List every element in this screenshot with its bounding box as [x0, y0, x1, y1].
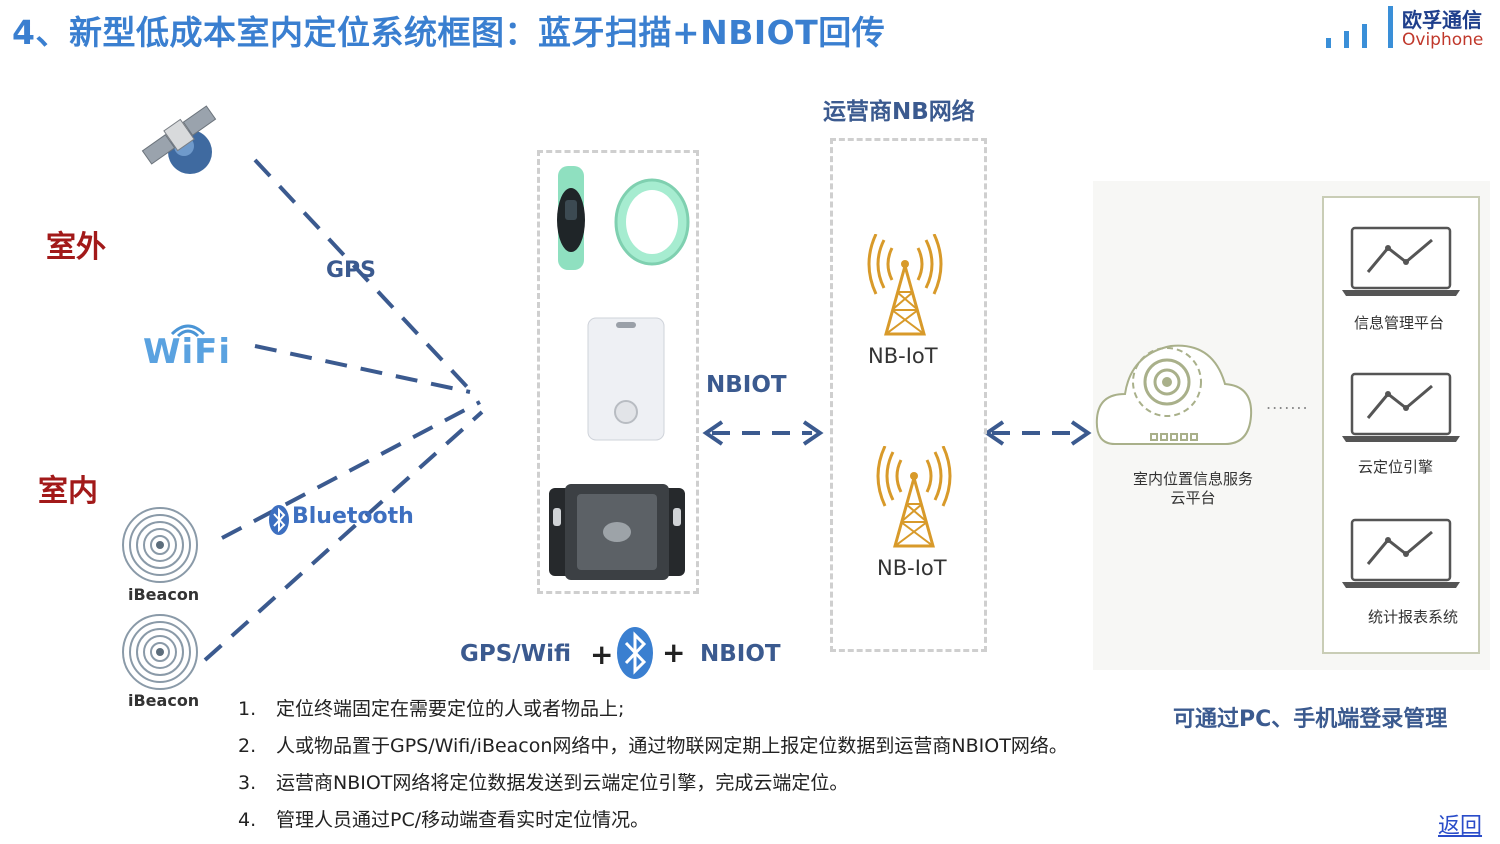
device-box — [537, 150, 699, 594]
bluetooth-icon — [269, 505, 289, 535]
step-item: 2.人或物品置于GPS/Wifi/iBeacon网络中，通过物联网定期上报定位数… — [238, 735, 1068, 757]
signal-bars-icon — [1326, 6, 1393, 48]
cloud-platform-label-line2: 云平台 — [1170, 489, 1216, 507]
steps-list: 1.定位终端固定在需要定位的人或者物品上; 2.人或物品置于GPS/Wifi/i… — [238, 696, 1068, 844]
step-item: 1.定位终端固定在需要定位的人或者物品上; — [238, 698, 625, 720]
wifi-label: WiFi — [143, 332, 232, 372]
gps-line — [253, 158, 472, 392]
ibeacon-line-2 — [203, 410, 484, 662]
card-tag-device — [587, 317, 665, 441]
nb-iot-label-1: NB-IoT — [868, 344, 938, 368]
combo-plus-1: + — [590, 638, 614, 671]
nbiot-label: NBIOT — [706, 372, 787, 398]
laptop-chart-icon-2 — [1342, 372, 1460, 442]
cloud-platform-label: 室内位置信息服务 云平台 — [1100, 470, 1286, 508]
combo-plus-2: + — [662, 636, 686, 669]
cell-tower-icon-2 — [876, 446, 952, 548]
box-device — [549, 484, 685, 580]
outdoor-label: 室外 — [46, 230, 106, 265]
cloud-double-arrow — [983, 420, 1092, 446]
wristband-device — [557, 166, 690, 270]
page-title: 4、新型低成本室内定位系统框图：蓝牙扫描+NBIOT回传 — [12, 13, 886, 52]
back-link[interactable]: 返回 — [1438, 814, 1483, 839]
carrier-network-label: 运营商NB网络 — [823, 99, 975, 125]
combo-nbiot-label: NBIOT — [700, 641, 781, 667]
nb-iot-label-2: NB-IoT — [877, 556, 947, 580]
satellite-icon — [141, 105, 217, 174]
wifi-icon — [170, 324, 206, 338]
info-platform-label: 信息管理平台 — [1354, 314, 1445, 332]
bluetooth-combo-icon — [617, 627, 653, 679]
manage-note: 可通过PC、手机端登录管理 — [1173, 707, 1448, 732]
ibeacon-icon-2 — [122, 614, 198, 690]
indoor-label: 室内 — [38, 474, 98, 509]
laptop-chart-icon-3 — [1342, 518, 1460, 588]
report-system-label: 统计报表系统 — [1368, 608, 1459, 626]
wifi-line — [254, 344, 471, 394]
ibeacon-label-1: iBeacon — [128, 585, 200, 604]
cell-tower-icon-1 — [867, 234, 943, 336]
ibeacon-label-2: iBeacon — [128, 691, 200, 710]
logo-text-en: Oviphone — [1402, 30, 1484, 50]
cloud-platform-icon — [1095, 344, 1253, 445]
logo-text-cn: 欧孚通信 — [1402, 8, 1482, 32]
step-item: 3.运营商NBIOT网络将定位数据发送到云端定位引擎，完成云端定位。 — [238, 772, 849, 794]
ellipsis: ....... — [1266, 394, 1309, 413]
ibeacon-line-1 — [221, 400, 481, 540]
combo-gps-wifi-label: GPS/Wifi — [460, 641, 572, 667]
carrier-network-box — [830, 138, 987, 652]
nbiot-double-arrow — [702, 420, 824, 446]
bluetooth-label: Bluetooth — [292, 504, 414, 529]
laptop-chart-icon-1 — [1342, 226, 1460, 296]
gps-label: GPS — [326, 258, 377, 283]
cloud-engine-label: 云定位引擎 — [1358, 458, 1434, 476]
ibeacon-icon-1 — [122, 507, 198, 583]
cloud-platform-label-line1: 室内位置信息服务 — [1132, 470, 1253, 488]
step-item: 4.管理人员通过PC/移动端查看实时定位情况。 — [238, 809, 650, 831]
